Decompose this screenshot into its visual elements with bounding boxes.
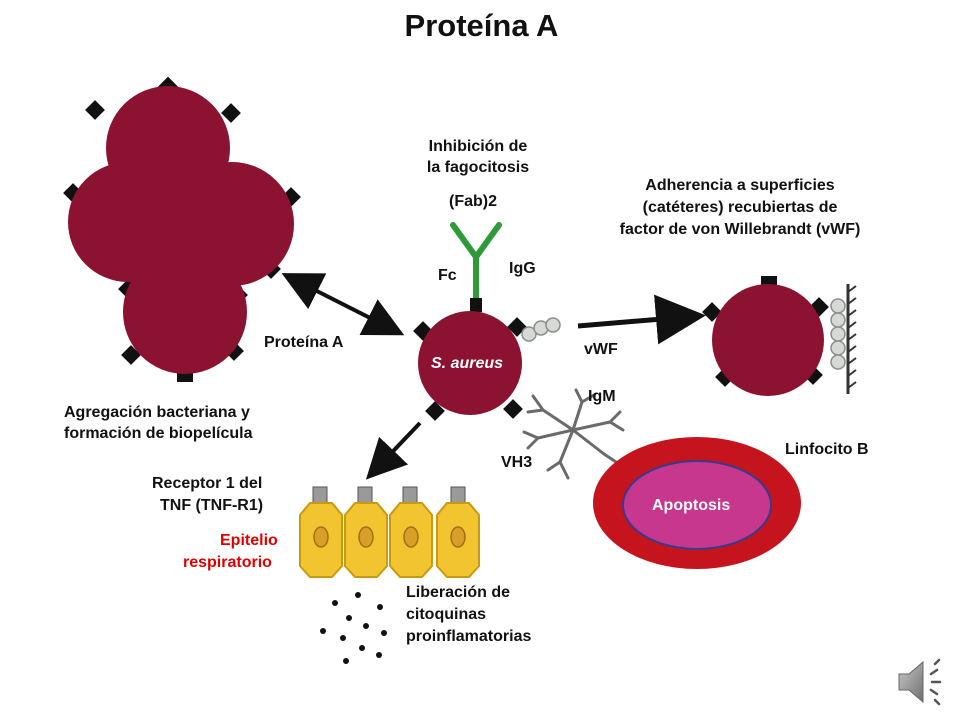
receptor-label-1: Receptor 1 del bbox=[152, 475, 263, 492]
adherent-bacterium bbox=[702, 276, 857, 396]
inhibicion-label-2: la fagocitosis bbox=[426, 159, 530, 176]
igg-antibody bbox=[450, 222, 502, 301]
proteina-a-label: Proteína A bbox=[264, 334, 344, 351]
fab2-label: (Fab)2 bbox=[449, 193, 497, 210]
cytokine-dots bbox=[320, 592, 387, 664]
epitelio-label-1: Epitelio bbox=[220, 532, 278, 549]
igm-antibody bbox=[522, 388, 625, 480]
page-title: Proteína A bbox=[404, 8, 559, 43]
epitelio-label-2: respiratorio bbox=[183, 554, 272, 571]
double-arrow-icon bbox=[281, 273, 405, 336]
adherencia-label-2: (catéteres) recubiertas de bbox=[642, 199, 838, 216]
fc-label: Fc bbox=[438, 267, 457, 284]
apoptosis-label: Apoptosis bbox=[652, 497, 731, 514]
bacteria-cluster bbox=[63, 76, 301, 382]
linfocito-b-label: Linfocito B bbox=[785, 441, 869, 458]
vh3-label: VH3 bbox=[501, 454, 533, 471]
epithelium bbox=[299, 486, 480, 578]
igm-label: IgM bbox=[588, 388, 616, 405]
liberacion-label-1: Liberación de bbox=[406, 584, 511, 601]
adherencia-label-3: factor de von Willebrandt (vWF) bbox=[619, 221, 861, 238]
agregacion-label-2: formación de biopelícula bbox=[64, 425, 253, 442]
s-aureus-label: S. aureus bbox=[431, 355, 504, 372]
igg-label: IgG bbox=[509, 260, 536, 277]
arrow-down-left-icon bbox=[365, 421, 422, 480]
liberacion-label-3: proinflamatorias bbox=[406, 628, 532, 645]
agregacion-label-1: Agregación bacteriana y bbox=[64, 404, 250, 421]
vwf-label: vWF bbox=[584, 341, 618, 358]
s-aureus-bacterium bbox=[413, 311, 561, 421]
arrow-right-icon bbox=[577, 294, 706, 345]
inhibicion-label-1: Inhibición de bbox=[428, 138, 528, 155]
speaker-icon[interactable] bbox=[893, 656, 951, 708]
liberacion-label-2: citoquinas bbox=[406, 606, 487, 623]
adherencia-label-1: Adherencia a superficies bbox=[645, 177, 835, 194]
b-lymphocyte bbox=[593, 437, 801, 569]
receptor-label-2: TNF (TNF-R1) bbox=[160, 497, 264, 514]
